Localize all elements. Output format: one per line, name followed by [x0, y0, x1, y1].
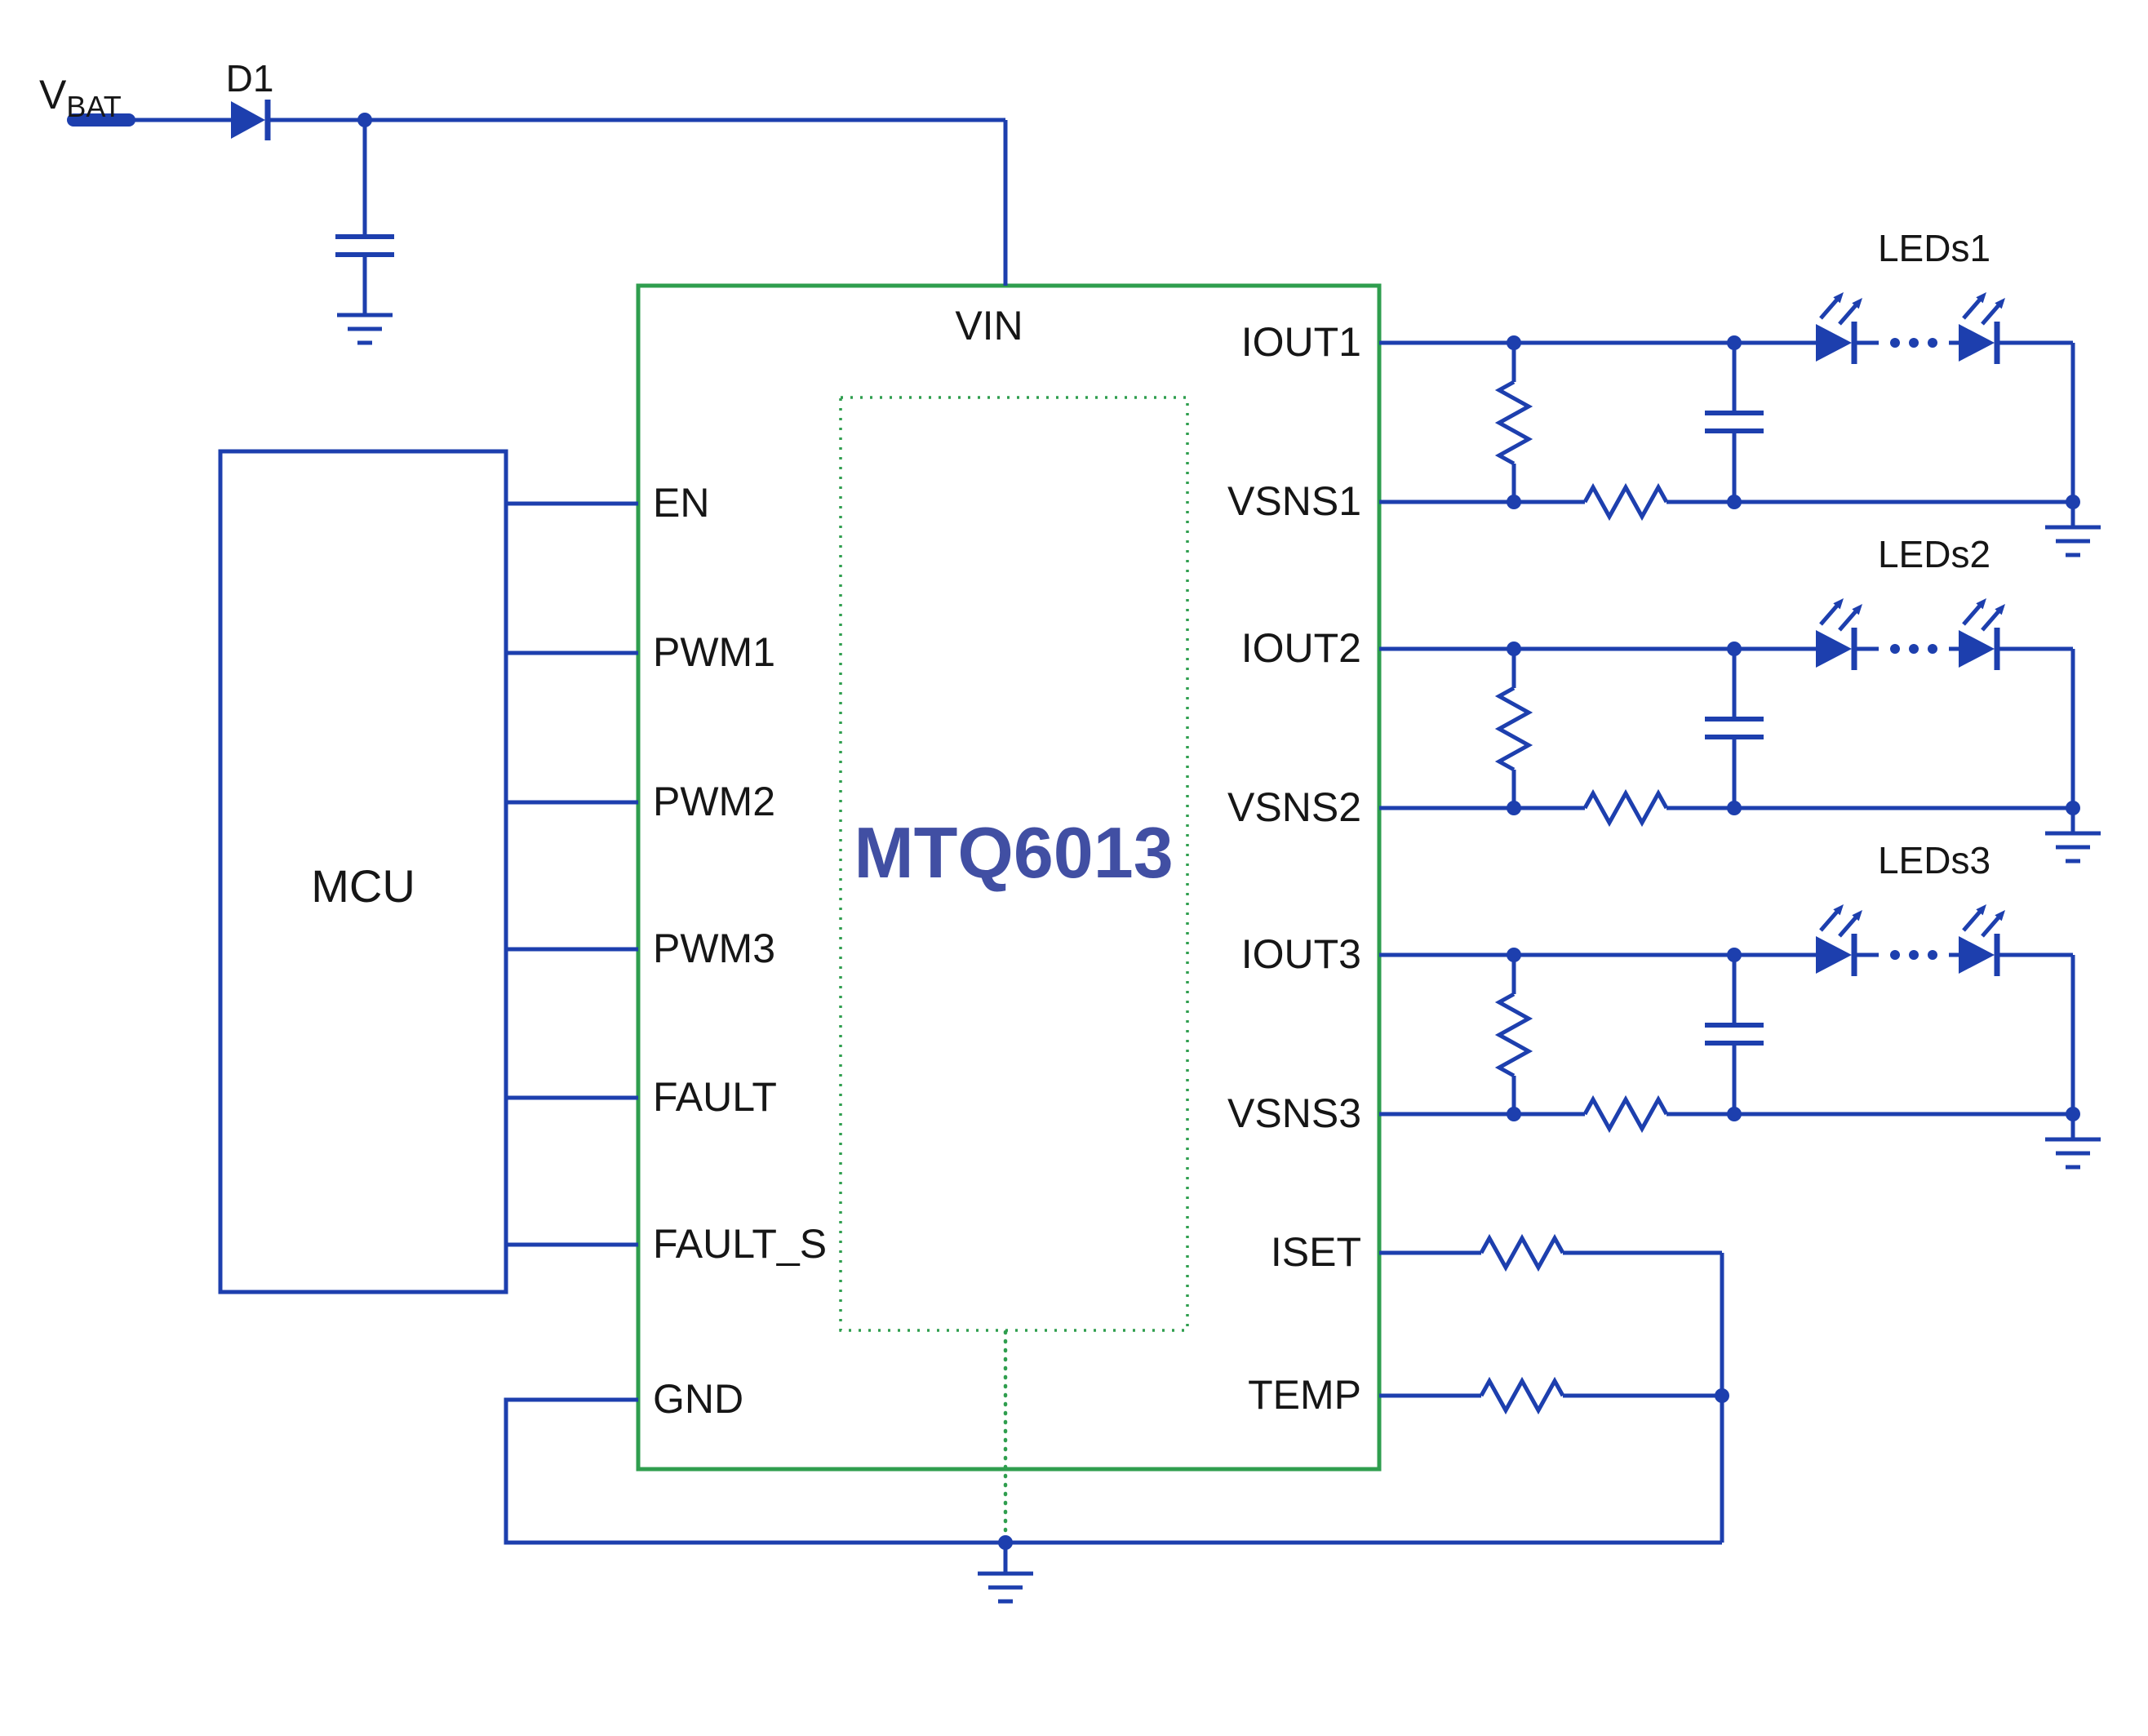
mcu-box — [218, 449, 508, 1294]
mcu-to-ic-wires — [506, 501, 638, 1247]
vbat-label: VBAT — [39, 72, 122, 123]
leds1-label: LEDs1 — [1878, 227, 1990, 269]
led-channel-3 — [1379, 904, 2101, 1167]
pin-label-vsns1: VSNS1 — [1227, 478, 1361, 524]
pin-label-pwm3: PWM3 — [653, 926, 775, 971]
temp-resistor — [1481, 1381, 1563, 1410]
led-channel-2 — [1379, 598, 2101, 861]
pin-label-iout3: IOUT3 — [1241, 931, 1361, 977]
pin-label-iout2: IOUT2 — [1241, 625, 1361, 671]
pin-label-fault-s: FAULT_S — [653, 1221, 827, 1267]
mcu-label: MCU — [311, 860, 415, 912]
pin-label-iout1: IOUT1 — [1241, 319, 1361, 365]
d1-label: D1 — [226, 57, 274, 100]
main-ground-symbol — [978, 1574, 1033, 1601]
ic-box — [636, 283, 1382, 1472]
ic-title: MTQ6013 — [854, 812, 1173, 893]
pin-label-temp: TEMP — [1248, 1372, 1361, 1418]
ic-die-box — [839, 396, 1189, 1332]
wiring — [67, 100, 2101, 1601]
labels: VBAT D1 VIN EN PWM1 PWM2 PWM3 FAULT FAUL… — [39, 57, 1990, 1422]
pin-label-pwm2: PWM2 — [653, 779, 775, 824]
pin-label-pwm1: PWM1 — [653, 629, 775, 675]
ground-rail — [504, 1397, 1722, 1545]
pin-label-vsns3: VSNS3 — [1227, 1090, 1361, 1136]
input-cap-ground-symbol — [337, 315, 393, 343]
pin-label-vin: VIN — [955, 303, 1023, 349]
iset-resistor — [1481, 1238, 1563, 1268]
pin-label-en: EN — [653, 480, 709, 526]
leds3-label: LEDs3 — [1878, 839, 1990, 881]
input-capacitor — [335, 120, 394, 315]
leds2-label: LEDs2 — [1878, 533, 1990, 575]
pin-label-gnd: GND — [653, 1376, 743, 1422]
temp-network — [1379, 1381, 1729, 1410]
pin-label-fault: FAULT — [653, 1074, 777, 1120]
ic-package-outline — [636, 283, 1382, 1540]
led-channel-1 — [1379, 292, 2101, 555]
input-power-rail — [67, 100, 1008, 343]
pin-label-iset: ISET — [1271, 1229, 1361, 1275]
ground-network — [504, 1397, 1722, 1601]
pin-label-vsns2: VSNS2 — [1227, 784, 1361, 830]
diode-d1 — [231, 100, 271, 140]
